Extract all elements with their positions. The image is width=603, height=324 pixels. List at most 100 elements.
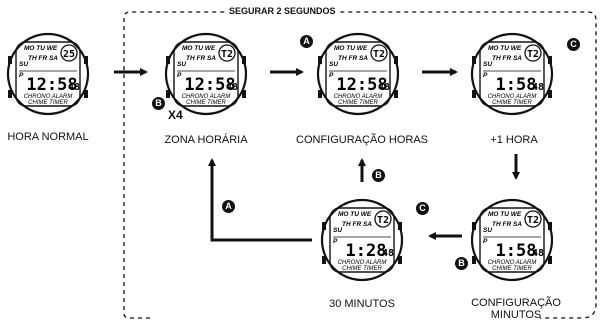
subdial bbox=[524, 44, 542, 62]
days-mid: TH FR SA bbox=[492, 221, 522, 228]
time-hours-minutes: 1:58 bbox=[496, 75, 537, 95]
days-mid: TH FR SA bbox=[492, 55, 522, 62]
pm-indicator: P bbox=[483, 72, 488, 79]
lcd-frame bbox=[329, 207, 395, 273]
side-button bbox=[318, 56, 322, 64]
side-button bbox=[242, 56, 246, 64]
side-button bbox=[398, 222, 402, 230]
label-mais-1-hora: +1 HORA bbox=[490, 134, 538, 146]
lcd-frame bbox=[173, 41, 239, 107]
day-su: SU bbox=[333, 227, 342, 234]
lcd-frame bbox=[325, 41, 391, 107]
side-button bbox=[472, 222, 476, 230]
mode-row-1: CHRONO ALARM bbox=[488, 94, 537, 100]
days-top: MO TU WE bbox=[488, 211, 522, 218]
side-button bbox=[84, 56, 88, 64]
time-hours-minutes: 1:58 bbox=[496, 241, 537, 261]
mode-row-2: CHIME TIMER bbox=[492, 100, 532, 106]
label-zona-horaria: ZONA HORÁRIA bbox=[164, 134, 248, 146]
subdial bbox=[218, 44, 236, 62]
repeat-x4: X4 bbox=[168, 108, 183, 122]
side-button bbox=[394, 56, 398, 64]
subdial bbox=[370, 44, 388, 62]
time-seconds: 48 bbox=[532, 82, 544, 93]
time-hours-minutes: 12:58 bbox=[26, 75, 77, 95]
side-button bbox=[548, 222, 552, 230]
days-mid: TH FR SA bbox=[186, 55, 216, 62]
time-seconds: 48 bbox=[378, 82, 390, 93]
mode-row-1: CHRONO ALARM bbox=[24, 94, 73, 100]
subdial-value: T2 bbox=[377, 215, 389, 226]
pm-indicator: P bbox=[329, 72, 334, 79]
days-top: MO TU WE bbox=[488, 45, 522, 52]
days-mid: TH FR SA bbox=[342, 221, 372, 228]
days-mid: TH FR SA bbox=[28, 55, 58, 62]
label-configuracao-horas: CONFIGURAÇÃO HORAS bbox=[296, 134, 429, 146]
button-a-marker: A bbox=[222, 200, 235, 213]
mode-row-1: CHRONO ALARM bbox=[488, 260, 537, 266]
side-button bbox=[84, 90, 88, 98]
hold-frame bbox=[123, 11, 597, 319]
side-button bbox=[322, 222, 326, 230]
button-b-marker: B bbox=[455, 257, 468, 270]
pm-indicator: P bbox=[483, 238, 488, 245]
side-button bbox=[548, 90, 552, 98]
arrow-6-2 bbox=[208, 158, 312, 242]
subdial bbox=[374, 210, 392, 228]
mode-row-2: CHIME TIMER bbox=[492, 266, 532, 272]
side-button bbox=[548, 256, 552, 264]
subdial-value: T2 bbox=[221, 49, 233, 60]
side-button bbox=[318, 90, 322, 98]
lcd-frame bbox=[479, 41, 545, 107]
side-button bbox=[242, 90, 246, 98]
day-su: SU bbox=[483, 227, 492, 234]
day-su: SU bbox=[329, 61, 338, 68]
mode-row-2: CHIME TIMER bbox=[28, 100, 68, 106]
mode-row-2: CHIME TIMER bbox=[342, 266, 382, 272]
days-top: MO TU WE bbox=[338, 211, 372, 218]
time-hours-minutes: 1:28 bbox=[346, 241, 387, 261]
days-top: MO TU WE bbox=[24, 45, 58, 52]
side-button bbox=[548, 56, 552, 64]
time-hours-minutes: 12:58 bbox=[184, 75, 235, 95]
side-button bbox=[8, 90, 12, 98]
day-su: SU bbox=[483, 61, 492, 68]
subdial-value: T2 bbox=[527, 215, 539, 226]
time-seconds: 48 bbox=[226, 82, 238, 93]
mode-row-1: CHRONO ALARM bbox=[338, 260, 387, 266]
time-hours-minutes: 12:58 bbox=[336, 75, 387, 95]
mode-row-2: CHIME TIMER bbox=[186, 100, 226, 106]
side-button bbox=[398, 256, 402, 264]
mode-row-2: CHIME TIMER bbox=[338, 100, 378, 106]
time-seconds: 48 bbox=[68, 82, 80, 93]
lcd-frame bbox=[479, 207, 545, 273]
time-seconds: 48 bbox=[382, 248, 394, 259]
frame-title: SEGURAR 2 SEGUNDOS bbox=[226, 6, 339, 16]
pm-indicator: P bbox=[177, 72, 182, 79]
label-30-minutos: 30 MINUTOS bbox=[329, 298, 395, 310]
button-c-marker: C bbox=[567, 38, 580, 51]
day-su: SU bbox=[19, 61, 28, 68]
mode-row-1: CHRONO ALARM bbox=[334, 94, 383, 100]
side-button bbox=[322, 256, 326, 264]
button-c-marker: C bbox=[416, 202, 429, 215]
days-top: MO TU WE bbox=[334, 45, 368, 52]
subdial-value: 25 bbox=[63, 49, 75, 60]
days-mid: TH FR SA bbox=[338, 55, 368, 62]
time-seconds: 48 bbox=[532, 248, 544, 259]
side-button bbox=[394, 90, 398, 98]
pm-indicator: P bbox=[19, 72, 24, 79]
subdial bbox=[60, 44, 78, 62]
label-configuracao-minutos: CONFIGURAÇÃO MINUTOS bbox=[471, 297, 561, 321]
